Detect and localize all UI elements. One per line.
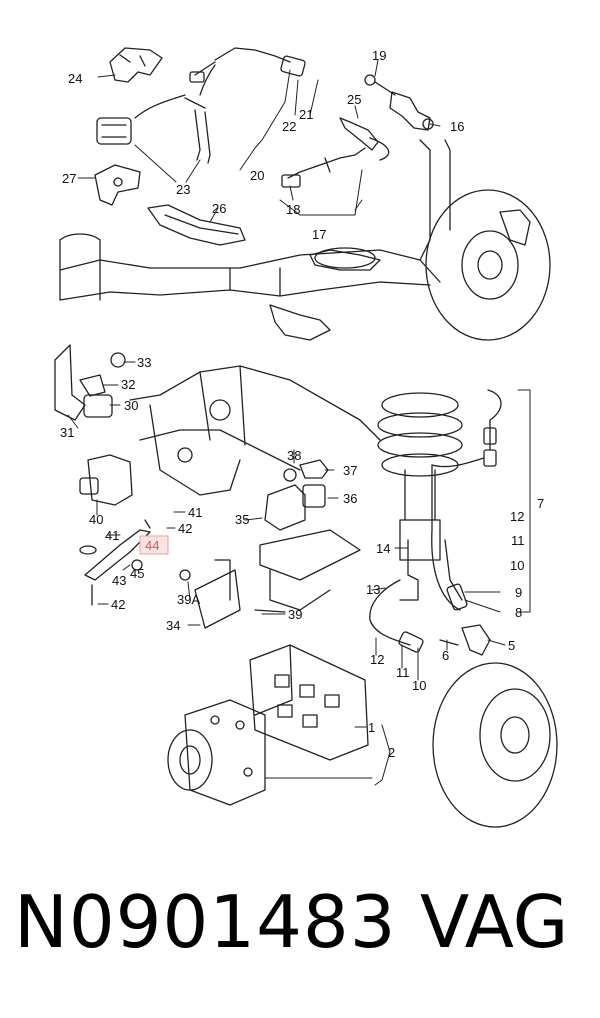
callout-33: 33 [137, 355, 151, 370]
callout-10-right: 10 [510, 558, 524, 573]
callout-11-right: 11 [511, 533, 525, 548]
sensor-5-drawing [439, 624, 491, 656]
callout-40: 40 [89, 512, 103, 527]
subframe-drawing [129, 365, 381, 496]
callout-2: 2 [388, 745, 395, 760]
wiring-harness-drawing [96, 47, 306, 164]
callout-8: 8 [515, 605, 522, 620]
callout-1: 1 [368, 720, 375, 735]
abs-control-module-drawing [249, 644, 369, 761]
caption-bar: N0901483 VAG [0, 880, 600, 990]
callout-16: 16 [450, 119, 464, 134]
callout-12-right: 12 [510, 509, 524, 524]
front-strut-drawing [377, 392, 463, 561]
bracket-31-drawing [54, 344, 126, 421]
front-brake-disc-drawing [432, 662, 558, 828]
callout-7: 7 [537, 496, 544, 511]
control-unit-35-drawing [264, 459, 329, 531]
leader-lines [67, 59, 531, 786]
callout-21: 21 [299, 107, 313, 122]
abs-hydraulic-unit-drawing [167, 699, 266, 806]
sensor-cable-18-drawing [281, 147, 366, 188]
callout-45: 45 [130, 566, 144, 581]
callout-37: 37 [343, 463, 357, 478]
sensor-16-drawing [364, 74, 434, 131]
callout-41-lower: 41 [105, 528, 119, 543]
callout-38: 38 [287, 448, 301, 463]
bracket-26-drawing [147, 204, 246, 246]
callout-11-left: 11 [396, 665, 410, 680]
callout-34: 34 [166, 618, 180, 633]
callout-39: 39 [288, 607, 302, 622]
mounting-plate-drawing [259, 529, 361, 611]
callout-9: 9 [515, 585, 522, 600]
callout-17: 17 [312, 227, 326, 242]
abs-sensor-cable-front-drawing [369, 389, 502, 653]
rear-brake-disc-drawing [419, 139, 551, 341]
callout-18: 18 [286, 202, 300, 217]
bracket-43-drawing [79, 519, 151, 606]
callout-27: 27 [62, 171, 76, 186]
callout-23: 23 [176, 182, 190, 197]
callout-41-upper: 41 [188, 505, 202, 520]
callout-20: 20 [250, 168, 264, 183]
callout-30: 30 [124, 398, 138, 413]
callout-39a: 39A [177, 592, 200, 607]
rear-axle-drawing [59, 233, 441, 341]
callout-10-left: 10 [412, 678, 426, 693]
callout-42-upper: 42 [178, 521, 192, 536]
exploded-parts-diagram: 24 23 20 22 21 27 26 19 25 16 18 17 33 3… [54, 47, 558, 828]
callout-31: 31 [60, 425, 74, 440]
callout-32: 32 [121, 377, 135, 392]
bracket-24-drawing [109, 47, 163, 83]
callout-24: 24 [68, 71, 82, 86]
callout-13: 13 [366, 582, 380, 597]
bracket-27-drawing [94, 164, 141, 206]
callout-44-highlight-box [139, 535, 169, 555]
brand-name: VAG [420, 880, 569, 964]
callout-6: 6 [442, 648, 449, 663]
part-number: N0901483 [14, 880, 397, 964]
callout-25: 25 [347, 92, 361, 107]
callout-12-left: 12 [370, 652, 384, 667]
sensor-module-40-drawing [79, 454, 133, 506]
callout-26: 26 [212, 201, 226, 216]
callout-14: 14 [376, 541, 390, 556]
callout-42-lower: 42 [111, 597, 125, 612]
callout-36: 36 [343, 491, 357, 506]
sensor-25-drawing [339, 117, 390, 161]
bracket-34-drawing [179, 559, 286, 629]
callout-22: 22 [282, 119, 296, 134]
callout-5: 5 [508, 638, 515, 653]
callout-44[interactable]: 44 [145, 538, 159, 553]
callout-19: 19 [372, 48, 386, 63]
callout-43: 43 [112, 573, 126, 588]
callout-35: 35 [235, 512, 249, 527]
